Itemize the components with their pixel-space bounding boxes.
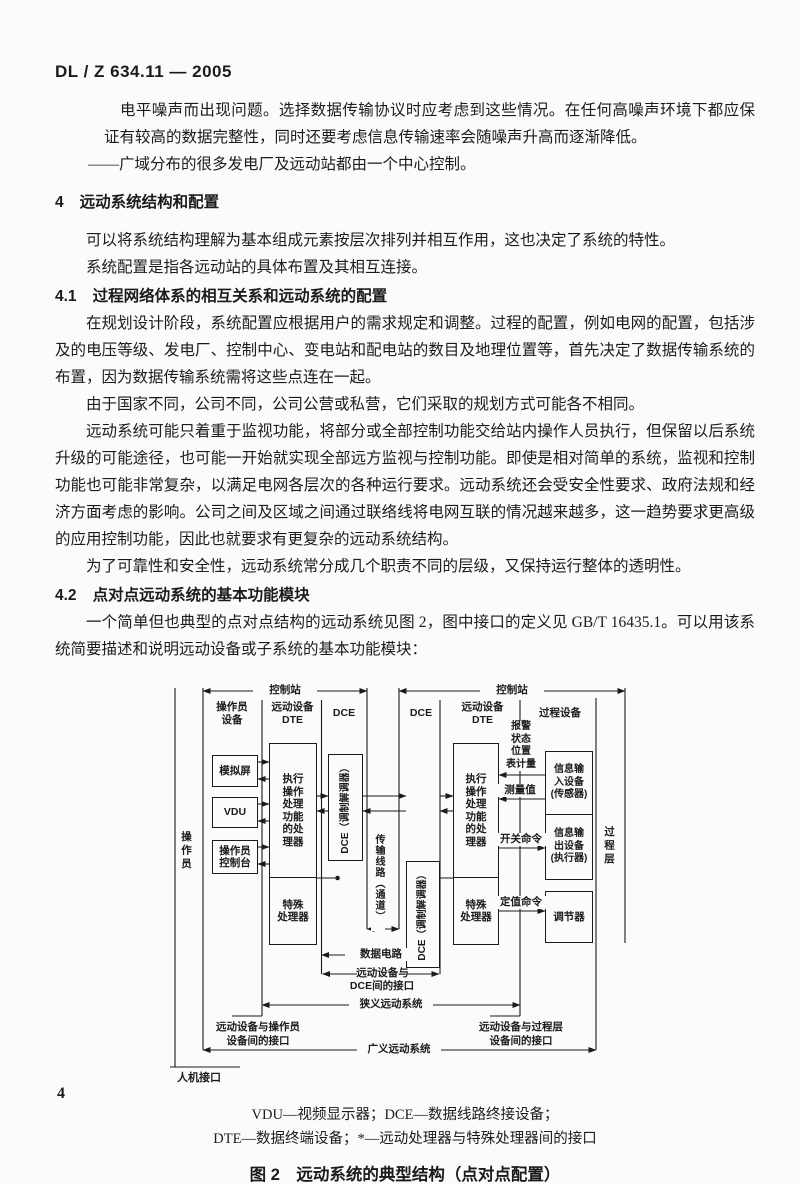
- narrow-sense-system-label: 狭义远动系统: [349, 998, 433, 1011]
- column-dce-left: DCE: [332, 707, 356, 719]
- telecontrol-processor-stack-right: 执行 操作 处理 功能 的处 理器 特殊 处理器: [453, 743, 499, 945]
- figure-2-diagram: 控制站 控制站 操作员 设备 远动设备 DTE DCE DCE 远动设备 DTE…: [165, 673, 645, 1097]
- alarm-status-position-label: 报警 状态 位置 表计量: [499, 721, 543, 771]
- paragraph: 系统配置是指各远动站的具体布置及其相互连接。: [86, 259, 428, 276]
- special-processor-box-right: 特殊 处理器: [454, 877, 498, 944]
- section-number: 4: [55, 194, 64, 211]
- flow-arrows: [257, 759, 546, 977]
- setpoint-command-label: 定值命令: [492, 896, 550, 909]
- switch-command-label: 开关命令: [492, 833, 550, 846]
- data-circuit-label: 数据电路: [345, 948, 417, 961]
- info-input-box: 信息输 入设备 (传感器): [550, 764, 588, 801]
- transmission-line-label: 传输线路（通道）: [371, 825, 385, 931]
- column-operator-equipment: 操作员 设备: [216, 701, 248, 726]
- section-heading-4: 4 远动系统结构和配置: [55, 192, 755, 214]
- section-heading-4-2: 4.2 点对点远动系统的基本功能模块: [55, 585, 755, 607]
- regulator-box: 调节器: [545, 891, 593, 943]
- paragraph: 由于国家不同，公司不同，公司公营或私营，它们采取的规划方式可能各不相同。: [86, 396, 645, 413]
- dce-interface-label-2: DCE间的接口: [349, 980, 415, 992]
- dce-box-left: DCE（调制解调器）: [328, 754, 363, 861]
- broad-sense-system-label: 广义远动系统: [357, 1043, 441, 1056]
- measured-values-label: 测量值: [495, 784, 545, 797]
- man-machine-interface-label: 人机接口: [177, 1072, 221, 1084]
- processor-box-left: 执行 操作 处理 功能 的处 理器: [282, 773, 304, 848]
- section-title: 过程网络体系的相互关系和远动系统的配置: [92, 288, 388, 305]
- page-number: 4: [57, 1085, 65, 1102]
- paragraph: 为了可靠性和安全性，远动系统常分成几个职责不同的层级，又保持运行整体的透明性。: [86, 558, 691, 575]
- information-device-stack: 信息输 入设备 (传感器) 信息输 出设备 (执行器): [545, 751, 593, 880]
- section-number: 4.1: [55, 288, 77, 305]
- station-label-right: 控制站: [480, 684, 544, 697]
- section-heading-4-1: 4.1 过程网络体系的相互关系和远动系统的配置: [55, 286, 755, 308]
- column-dte-right: 远动设备 DTE: [461, 701, 504, 726]
- section-title: 点对点远动系统的基本功能模块: [92, 587, 310, 604]
- station-label-left: 控制站: [253, 684, 317, 697]
- process-interface-label: 远动设备与过程层 设备间的接口: [479, 1021, 563, 1047]
- process-level-label: 过程层: [603, 825, 615, 867]
- section-number: 4.2: [55, 587, 77, 604]
- special-processor-box-left: 特殊 处理器: [270, 877, 316, 944]
- column-dce-right: DCE: [409, 707, 433, 719]
- mimic-panel-box: 模拟屏: [212, 755, 258, 787]
- standard-code: DL / Z 634.11 — 2005: [55, 62, 232, 81]
- telecontrol-processor-stack-left: 执行 操作 处理 功能 的处 理器 特殊 处理器: [269, 743, 317, 945]
- figure-legend-line-2: DTE—数据终端设备；*—远动处理器与特殊处理器间的接口: [213, 1131, 597, 1147]
- vdu-box: VDU: [212, 797, 258, 828]
- operator-level-label: 操作员: [180, 830, 192, 872]
- info-output-box: 信息输 出设备 (执行器): [546, 814, 592, 879]
- section-title: 远动系统结构和配置: [79, 194, 220, 211]
- operator-interface-label: 远动设备与操作员 设备间的接口: [216, 1021, 300, 1047]
- paragraph: 可以将系统结构理解为基本组成元素按层次排列并相互作用，这也决定了系统的特性。: [86, 232, 676, 249]
- dash-list-item: ——广域分布的很多发电厂及远动站都由一个中心控制。: [88, 156, 476, 173]
- dce-box-right-label: DCE（调制解调器）: [416, 868, 428, 961]
- processor-box-right: 执行 操作 处理 功能 的处 理器: [465, 773, 487, 848]
- dce-box-left-label: DCE（调制解调器）: [339, 761, 351, 854]
- dce-interface-label-1: 远动设备与: [356, 967, 409, 979]
- figure-captions: VDU—视频显示器；DCE—数据线路终接设备； DTE—数据终端设备；*—远动处…: [55, 1103, 755, 1185]
- paragraph: 一个简单但也典型的点对点结构的远动系统见图 2，图中接口的定义见 GB/T 16…: [55, 614, 755, 658]
- operator-console-box: 操作员 控制台: [212, 840, 258, 874]
- paragraph: 在规划设计阶段，系统配置应根据用户的需求规定和调整。过程的配置，例如电网的配置，…: [55, 315, 755, 386]
- figure-legend-line-1: VDU—视频显示器；DCE—数据线路终接设备；: [251, 1107, 559, 1123]
- paragraph-continuation: 电平噪声而出现问题。选择数据传输协议时应考虑到这些情况。在任何高噪声环境下都应保…: [104, 102, 755, 146]
- column-dte-left: 远动设备 DTE: [271, 701, 314, 726]
- figure-title: 图 2 远动系统的典型结构（点对点配置）: [249, 1166, 561, 1184]
- paragraph: 远动系统可能只着重于监视功能，将部分或全部控制功能交给站内操作人员执行，但保留以…: [55, 423, 755, 548]
- column-process-equipment: 过程设备: [539, 707, 581, 719]
